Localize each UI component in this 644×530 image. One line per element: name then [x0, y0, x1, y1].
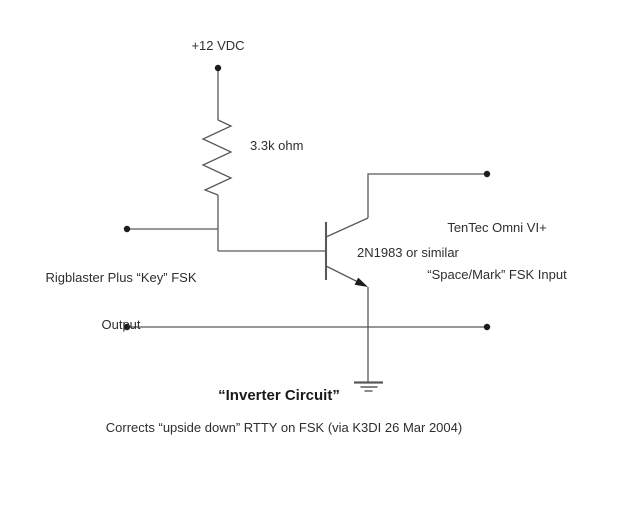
ground-symbol-icon [354, 381, 383, 392]
diagram-caption: Corrects “upside down” RTTY on FSK (via … [105, 420, 463, 435]
transistor-part-label: 2N1983 or similar [357, 245, 459, 260]
resistor-value-label: 3.3k ohm [250, 138, 304, 153]
output-terminal-dot [483, 170, 491, 178]
input-terminal-dot [123, 225, 131, 233]
input-source-label-line2: Output [101, 316, 141, 332]
output-destination-label-line1: TenTec Omni VI+ [447, 220, 547, 235]
supply-terminal-dot [214, 64, 222, 72]
supply-voltage-label: +12 VDC [191, 38, 245, 53]
emitter-arrow-icon [354, 277, 368, 287]
collector-wire [367, 173, 487, 218]
diagram-title: “Inverter Circuit” [218, 387, 340, 404]
output-destination-label-line2: “Space/Mark” FSK Input [427, 266, 567, 282]
transistor-collector-lead [325, 217, 369, 238]
resistor-symbol [201, 119, 233, 196]
input-source-label: Rigblaster Plus “Key” FSK Output [21, 239, 221, 363]
output-destination-label: TenTec Omni VI+ “Space/Mark” FSK Input [397, 189, 597, 313]
rail-left-terminal-dot [123, 323, 131, 331]
transistor-emitter-lead [325, 265, 359, 283]
rail-right-terminal-dot [483, 323, 491, 331]
input-source-label-line1: Rigblaster Plus “Key” FSK [45, 270, 197, 285]
